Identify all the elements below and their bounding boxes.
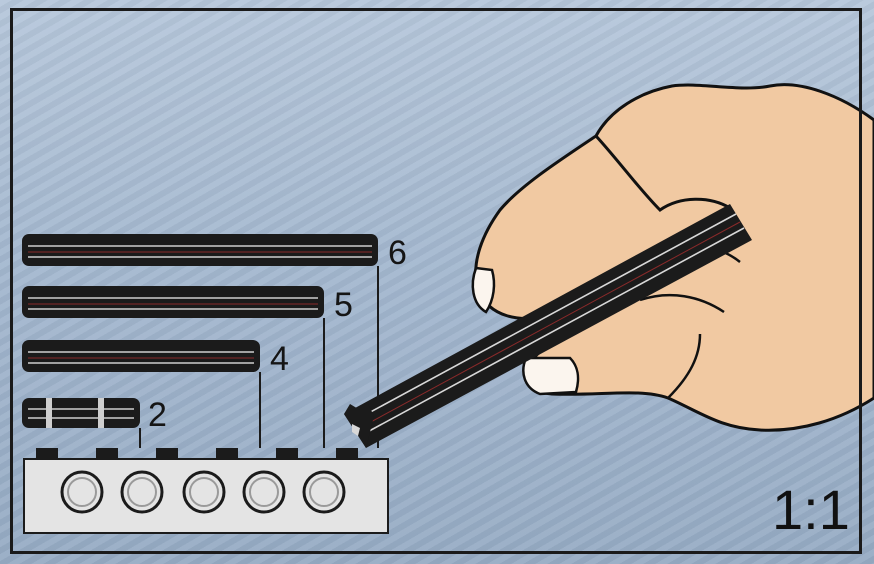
held-axle	[344, 204, 752, 448]
axle-length-4	[22, 340, 260, 372]
label-length-4: 4	[270, 340, 289, 378]
technic-brick	[23, 448, 389, 534]
label-length-2: 2	[148, 396, 167, 434]
axle-length-6	[22, 234, 378, 266]
axle-length-2	[22, 398, 140, 428]
axle-length-5	[22, 286, 324, 318]
label-length-5: 5	[334, 286, 353, 324]
label-length-6: 6	[388, 234, 407, 272]
scale-indicator: 1:1	[772, 478, 850, 541]
